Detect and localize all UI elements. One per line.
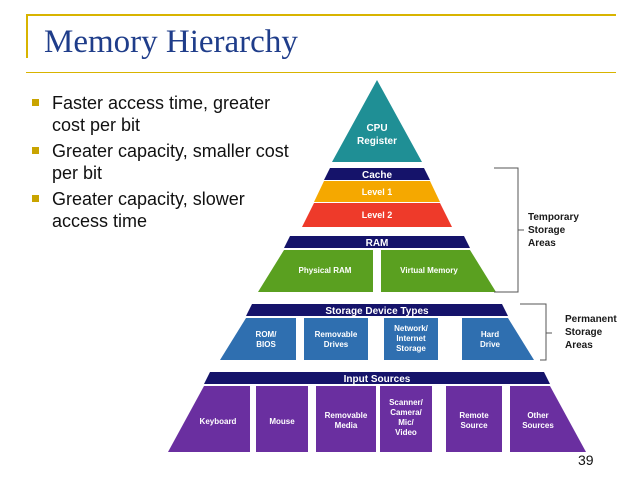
- network-storage-block: [384, 318, 438, 360]
- page-number: 39: [578, 452, 594, 468]
- virtual-memory-block: [381, 250, 496, 292]
- cpu-label: CPU: [366, 123, 387, 134]
- level1-label: Level 1: [362, 187, 393, 197]
- media-line1: Removable: [325, 411, 368, 420]
- ram-header-band: [284, 236, 470, 248]
- bullet-square-icon: [32, 99, 39, 106]
- bullet-item: Faster access time, greater cost per bit: [30, 92, 300, 136]
- hard-line2: Drive: [480, 340, 501, 349]
- remote-line1: Remote: [459, 411, 489, 420]
- keyboard-label: Keyboard: [200, 417, 237, 426]
- remote-line2: Source: [460, 421, 488, 430]
- temporary-bracket: [494, 167, 519, 293]
- virtual-memory-label: Virtual Memory: [400, 266, 458, 275]
- bullet-square-icon: [32, 195, 39, 202]
- cache-header-band: [324, 168, 430, 180]
- removable-drives-line2: Drives: [324, 340, 349, 349]
- temporary-line3: Areas: [528, 238, 556, 249]
- cache-header-label: Cache: [362, 170, 392, 181]
- removable-drives-block: [304, 318, 368, 360]
- hard-drive-block: [462, 318, 534, 360]
- scanner-camera-block: [380, 386, 432, 452]
- slide-title: Memory Hierarchy: [44, 24, 298, 60]
- bullet-item: Greater capacity, smaller cost per bit: [30, 140, 300, 184]
- storage-header-label: Storage Device Types: [325, 306, 429, 317]
- other-line2: Sources: [522, 421, 554, 430]
- bullet-item: Greater capacity, slower access time: [30, 188, 300, 232]
- network-line3: Storage: [396, 344, 426, 353]
- remote-source-block: [446, 386, 502, 452]
- temporary-line1: Temporary: [528, 212, 579, 223]
- title-underline: [26, 72, 616, 73]
- other-sources-block: [510, 386, 586, 452]
- permanent-bracket: [520, 303, 547, 361]
- rom-bios-block: [220, 318, 296, 360]
- physical-ram-block: [258, 250, 373, 292]
- title-accent-line: [26, 14, 28, 58]
- top-rule: [26, 14, 616, 16]
- keyboard-block: [168, 386, 250, 452]
- cache-level1-band: [314, 181, 440, 202]
- scanner-line3: Mic/: [398, 418, 414, 427]
- bullet-list: Faster access time, greater cost per bit…: [30, 92, 300, 236]
- network-line2: Internet: [396, 334, 426, 343]
- mouse-label: Mouse: [269, 417, 295, 426]
- cpu-register-tier: [332, 80, 422, 162]
- scanner-line4: Video: [395, 428, 417, 437]
- register-label: Register: [357, 136, 397, 147]
- level2-label: Level 2: [362, 210, 393, 220]
- cache-level2-band: [302, 203, 452, 227]
- ram-header-label: RAM: [366, 238, 389, 249]
- bullet-text: Greater capacity, smaller cost per bit: [52, 141, 289, 183]
- input-header-band: [204, 372, 550, 384]
- storage-header-band: [246, 304, 508, 316]
- removable-media-block: [316, 386, 376, 452]
- input-header-label: Input Sources: [344, 374, 411, 385]
- scanner-line1: Scanner/: [389, 398, 424, 407]
- physical-ram-label: Physical RAM: [299, 266, 352, 275]
- bullet-text: Greater capacity, slower access time: [52, 189, 245, 231]
- bullet-text: Faster access time, greater cost per bit: [52, 93, 271, 135]
- scanner-line2: Camera/: [390, 408, 422, 417]
- bios-label: BIOS: [256, 340, 276, 349]
- mouse-block: [256, 386, 308, 452]
- network-line1: Network/: [394, 324, 429, 333]
- removable-drives-line1: Removable: [315, 330, 358, 339]
- other-line1: Other: [527, 411, 548, 420]
- media-line2: Media: [335, 421, 358, 430]
- bullet-square-icon: [32, 147, 39, 154]
- temporary-line2: Storage: [528, 225, 566, 236]
- permanent-line1: Permanent: [565, 314, 617, 325]
- permanent-line2: Storage: [565, 327, 603, 338]
- permanent-line3: Areas: [565, 340, 593, 351]
- rom-label: ROM/: [256, 330, 278, 339]
- hard-line1: Hard: [481, 330, 499, 339]
